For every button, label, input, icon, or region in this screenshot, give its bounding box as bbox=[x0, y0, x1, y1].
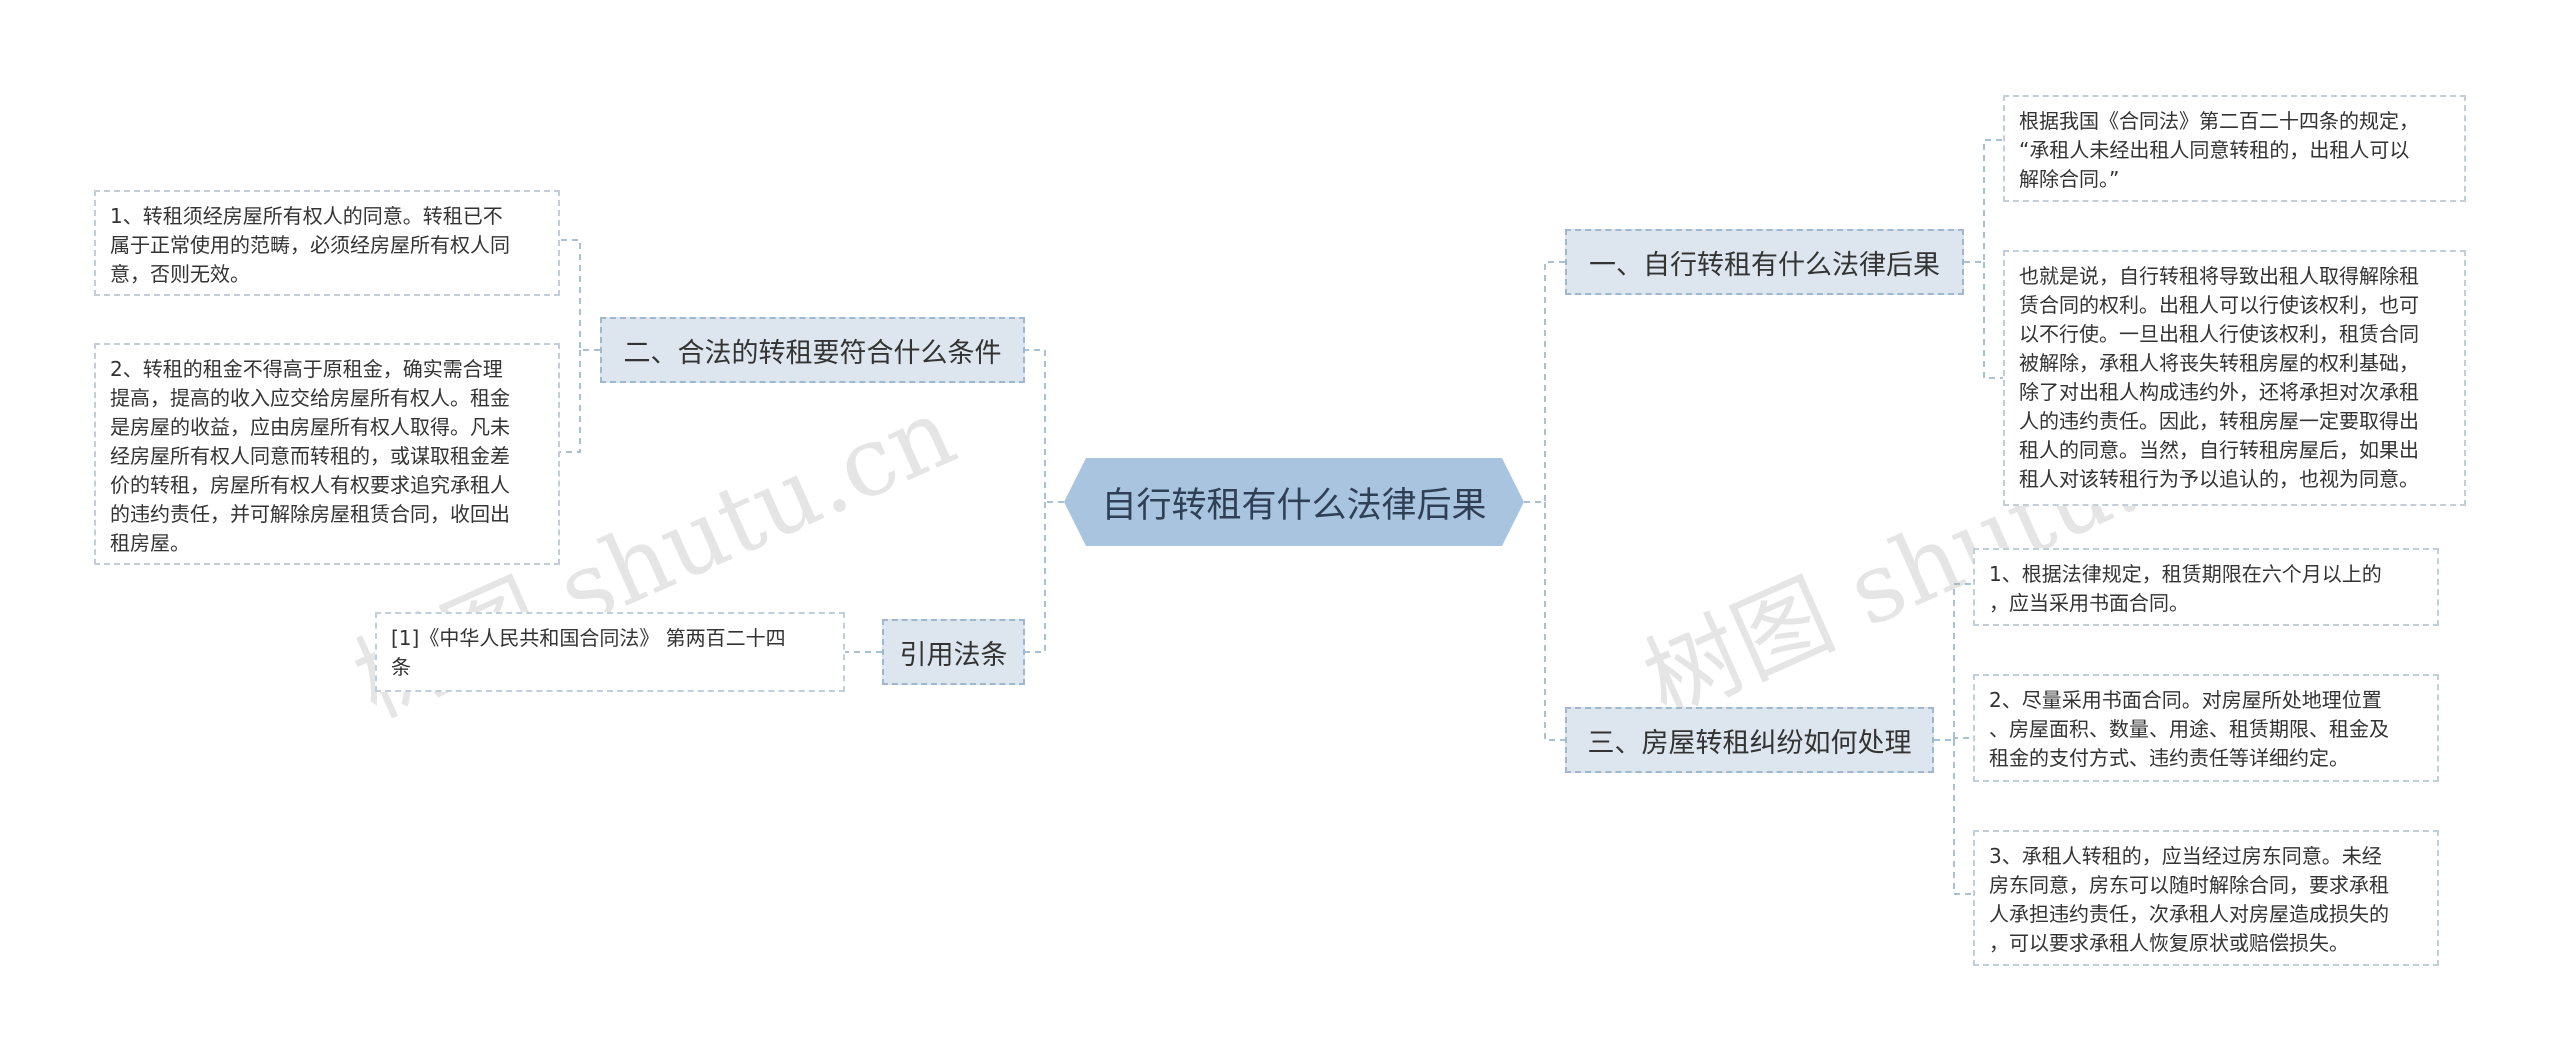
leaf-law-citation[interactable]: [1]《中华人民共和国合同法》 第两百二十四 条 bbox=[375, 612, 845, 692]
leaf-contract-details[interactable]: 2、尽量采用书面合同。对房屋所处地理位置 、房屋面积、数量、用途、租赁期限、租金… bbox=[1973, 674, 2439, 782]
branch-cited-law[interactable]: 引用法条 bbox=[882, 619, 1025, 685]
link-b3-leaves bbox=[1934, 583, 1973, 895]
link-root-b3 bbox=[1544, 502, 1565, 741]
link-b2-leaves bbox=[560, 239, 600, 453]
leaf-rent-limit[interactable]: 2、转租的租金不得高于原租金，确实需合理 提高，提高的收入应交给房屋所有权人。租… bbox=[94, 343, 560, 565]
leaf-termination-explanation[interactable]: 也就是说，自行转租将导致出租人取得解除租 赁合同的权利。出租人可以行使该权利，也… bbox=[2003, 250, 2466, 506]
branch-dispute-handling[interactable]: 三、房屋转租纠纷如何处理 bbox=[1565, 707, 1934, 773]
link-root-cite bbox=[1025, 502, 1046, 653]
leaf-contract-law-article[interactable]: 根据我国《合同法》第二百二十四条的规定， “承租人未经出租人同意转租的，出租人可… bbox=[2003, 95, 2466, 202]
leaf-written-contract-rule[interactable]: 1、根据法律规定，租赁期限在六个月以上的 ，应当采用书面合同。 bbox=[1973, 548, 2439, 626]
branch-legal-consequences[interactable]: 一、自行转租有什么法律后果 bbox=[1565, 229, 1964, 295]
root-topic[interactable]: 自行转租有什么法律后果 bbox=[1064, 458, 1524, 546]
link-root-b2 bbox=[1025, 349, 1064, 503]
link-b1-leaves bbox=[1964, 139, 2003, 379]
leaf-owner-consent[interactable]: 1、转租须经房屋所有权人的同意。转租已不 属于正常使用的范畴，必须经房屋所有权人… bbox=[94, 190, 560, 296]
leaf-landlord-consent[interactable]: 3、承租人转租的，应当经过房东同意。未经 房东同意，房东可以随时解除合同，要求承… bbox=[1973, 830, 2439, 966]
branch-sublease-conditions[interactable]: 二、合法的转租要符合什么条件 bbox=[600, 317, 1025, 383]
link-root-b1 bbox=[1524, 261, 1565, 503]
